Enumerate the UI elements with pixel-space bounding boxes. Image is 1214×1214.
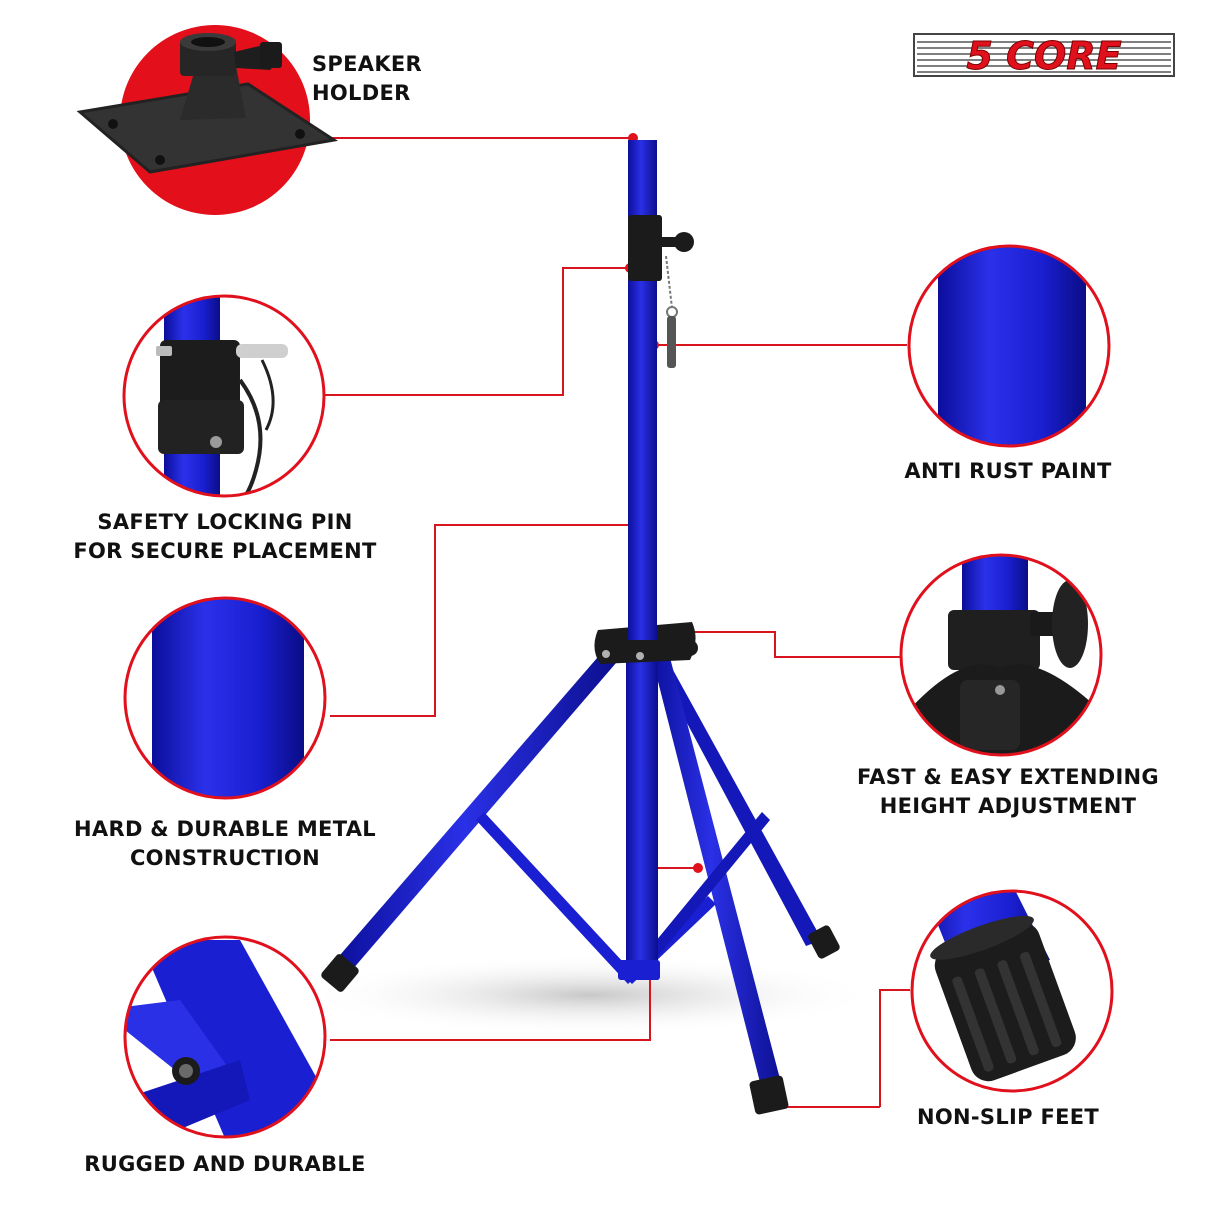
floor-shadow <box>300 955 880 1035</box>
callout-anti-rust-line1: ANTI RUST PAINT <box>904 459 1112 483</box>
callout-metal-line2: CONSTRUCTION <box>129 846 321 870</box>
callout-safety-pin: SAFETY LOCKING PIN FOR SECURE PLACEMENT <box>60 508 390 566</box>
callout-height-line1: FAST & EASY EXTENDING <box>857 765 1159 789</box>
logo-text: 5 CORE <box>966 34 1121 77</box>
callout-speaker-holder: SPEAKER HOLDER <box>312 50 422 108</box>
callout-safety-pin-line2: FOR SECURE PLACEMENT <box>73 539 377 563</box>
callout-lines <box>325 137 910 1108</box>
rugged-image <box>123 935 327 1139</box>
tripod-stand <box>321 140 840 1115</box>
callout-safety-pin-line1: SAFETY LOCKING PIN <box>97 510 353 534</box>
anti-rust-image <box>907 244 1111 448</box>
callout-rugged: RUGGED AND DURABLE <box>60 1150 390 1179</box>
callout-feet: NON-SLIP FEET <box>858 1103 1158 1132</box>
callout-rugged-line1: RUGGED AND DURABLE <box>84 1152 366 1176</box>
speaker-holder-image <box>76 25 339 215</box>
callout-anti-rust: ANTI RUST PAINT <box>858 457 1158 486</box>
callout-feet-line1: NON-SLIP FEET <box>917 1105 1099 1129</box>
feet-image <box>910 889 1114 1093</box>
callout-speaker-holder-line2: HOLDER <box>312 81 411 105</box>
safety-pin-image <box>122 294 326 498</box>
callout-metal: HARD & DURABLE METAL CONSTRUCTION <box>60 815 390 873</box>
callout-height-line2: HEIGHT ADJUSTMENT <box>879 794 1137 818</box>
callout-height: FAST & EASY EXTENDING HEIGHT ADJUSTMENT <box>848 763 1168 821</box>
callout-speaker-holder-line1: SPEAKER <box>312 52 423 76</box>
metal-construction-image <box>123 596 327 800</box>
brand-logo: 5 CORE <box>913 33 1175 79</box>
height-adjust-image <box>899 553 1103 757</box>
callout-metal-line1: HARD & DURABLE METAL <box>74 817 376 841</box>
